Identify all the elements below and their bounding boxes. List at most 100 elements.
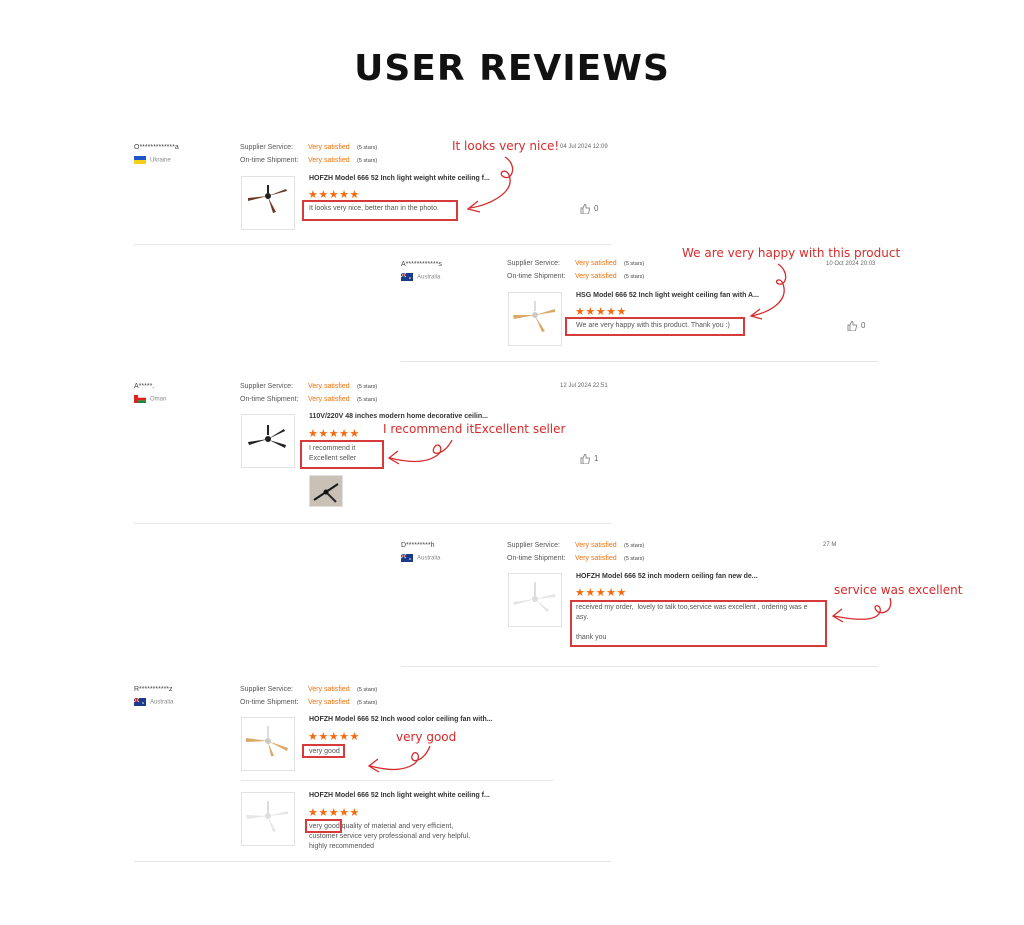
annotation-label: very good — [396, 730, 457, 744]
shipment-rating: Very satisfied — [575, 555, 617, 562]
like-button[interactable]: 1 — [580, 453, 598, 465]
product-title[interactable]: HOFZH Model 666 52 Inch wood color ceili… — [309, 716, 493, 723]
supplier-service-label: Supplier Service: — [240, 144, 293, 151]
product-thumbnail[interactable] — [508, 573, 562, 627]
annotation-label: It looks very nice! — [452, 139, 560, 153]
reviewer-name: A*****. — [134, 383, 155, 390]
divider — [134, 244, 611, 245]
review-rating-stars: ★★★★★ — [308, 807, 360, 819]
like-button[interactable]: 0 — [847, 320, 865, 332]
review-rating-stars: ★★★★★ — [575, 306, 627, 318]
shipment-stars: (5 stars) — [357, 397, 378, 403]
supplier-service-stars: (5 stars) — [624, 543, 645, 549]
highlight-box — [302, 200, 458, 221]
reviewer-country: Oman — [134, 395, 166, 403]
product-title[interactable]: 110V/220V 48 inches modern home decorati… — [309, 413, 488, 420]
divider — [134, 523, 611, 524]
review-rating-stars: ★★★★★ — [308, 428, 360, 440]
review-date: 04 Jul 2024 12:09 — [560, 144, 608, 150]
annotation-arrow-icon — [367, 745, 431, 773]
shipment-rating: Very satisfied — [575, 273, 617, 280]
supplier-service-rating: Very satisfied — [308, 144, 350, 151]
annotation-arrow-icon — [831, 597, 892, 623]
australia-flag-icon — [400, 553, 413, 562]
product-thumbnail[interactable] — [241, 414, 295, 468]
supplier-service-rating: Very satisfied — [575, 260, 617, 267]
reviewer-name: D*********h — [401, 542, 435, 549]
shipment-label: On-time Shipment: — [240, 396, 299, 403]
review-text: received my order, lovely to talk too,se… — [576, 604, 808, 641]
oman-flag-icon — [134, 395, 146, 403]
review-text: We are very happy with this product. Tha… — [576, 322, 730, 329]
product-title[interactable]: HOFZH Model 666 52 Inch light weight whi… — [309, 792, 490, 799]
divider — [134, 861, 611, 862]
reviewer-country: Australia — [400, 272, 440, 281]
review-rating-stars: ★★★★★ — [575, 587, 627, 599]
ceiling-fan-icon — [248, 425, 286, 448]
ceiling-fan-icon — [513, 582, 555, 612]
thumbs-up-icon — [580, 453, 591, 465]
annotation-arrow-icon — [387, 439, 453, 465]
highlight-box — [300, 440, 384, 469]
shipment-label: On-time Shipment: — [507, 555, 566, 562]
supplier-service-label: Supplier Service: — [240, 383, 293, 390]
supplier-service-rating: Very satisfied — [308, 686, 350, 693]
ceiling-fan-icon — [513, 301, 555, 332]
product-thumbnail[interactable] — [241, 176, 295, 230]
ceiling-fan-icon — [246, 726, 288, 756]
review-rating-stars: ★★★★★ — [308, 189, 360, 201]
ceiling-fan-icon — [246, 801, 288, 832]
highlight-box — [305, 819, 342, 833]
shipment-stars: (5 stars) — [357, 158, 378, 164]
review-date: 10 Oct 2024 20:03 — [826, 261, 876, 267]
reviewer-name: R***********z — [134, 686, 173, 693]
shipment-stars: (5 stars) — [624, 556, 645, 562]
shipment-rating: Very satisfied — [308, 699, 350, 706]
reviewer-country: Australia — [133, 697, 173, 706]
product-title[interactable]: HOFZH Model 666 52 inch modern ceiling f… — [576, 573, 758, 580]
supplier-service-stars: (5 stars) — [357, 145, 378, 151]
annotation-label: service was excellent — [834, 583, 963, 597]
supplier-service-label: Supplier Service: — [507, 542, 560, 549]
thumbs-up-icon — [847, 320, 858, 332]
annotation-arrow-icon — [749, 263, 787, 320]
product-thumbnail[interactable] — [508, 292, 562, 346]
australia-flag-icon — [133, 697, 146, 706]
review-text: very good — [309, 748, 340, 755]
review-text: I recommend it Excellent seller — [309, 445, 357, 462]
shipment-rating: Very satisfied — [308, 396, 350, 403]
product-title[interactable]: HSG Model 666 52 Inch light weight ceili… — [576, 292, 759, 299]
reviewer-country: Ukraine — [134, 156, 171, 164]
ceiling-fan-icon — [248, 185, 287, 213]
shipment-label: On-time Shipment: — [240, 157, 299, 164]
page-title: USER REVIEWS — [354, 48, 670, 89]
reviewer-name: A************s — [401, 261, 442, 268]
annotation-label: We are very happy with this product — [682, 246, 901, 260]
australia-flag-icon — [400, 272, 413, 281]
review-date: 27 M — [823, 542, 837, 548]
review-text: very good quality of material and very e… — [309, 823, 471, 850]
highlight-box — [570, 600, 827, 647]
divider — [401, 361, 878, 362]
review-rating-stars: ★★★★★ — [308, 731, 360, 743]
product-title[interactable]: HOFZH Model 666 52 Inch light weight whi… — [309, 175, 490, 182]
review-date: 12 Jul 2024 22:51 — [560, 383, 608, 389]
like-button[interactable]: 0 — [580, 203, 598, 215]
annotation-arrow-icon — [466, 156, 514, 213]
divider — [241, 780, 553, 781]
annotation-label: I recommend itExcellent seller — [383, 422, 566, 436]
supplier-service-stars: (5 stars) — [357, 384, 378, 390]
supplier-service-stars: (5 stars) — [357, 687, 378, 693]
reviewer-country: Australia — [400, 553, 440, 562]
supplier-service-stars: (5 stars) — [624, 261, 645, 267]
supplier-service-label: Supplier Service: — [240, 686, 293, 693]
review-text: It looks very nice, better than in the p… — [309, 205, 439, 212]
thumbs-up-icon — [580, 203, 591, 215]
product-thumbnail[interactable] — [241, 792, 295, 846]
product-thumbnail[interactable] — [241, 717, 295, 771]
divider — [401, 666, 878, 667]
shipment-label: On-time Shipment: — [240, 699, 299, 706]
shipment-rating: Very satisfied — [308, 157, 350, 164]
review-photo[interactable] — [309, 475, 343, 507]
shipment-stars: (5 stars) — [357, 700, 378, 706]
